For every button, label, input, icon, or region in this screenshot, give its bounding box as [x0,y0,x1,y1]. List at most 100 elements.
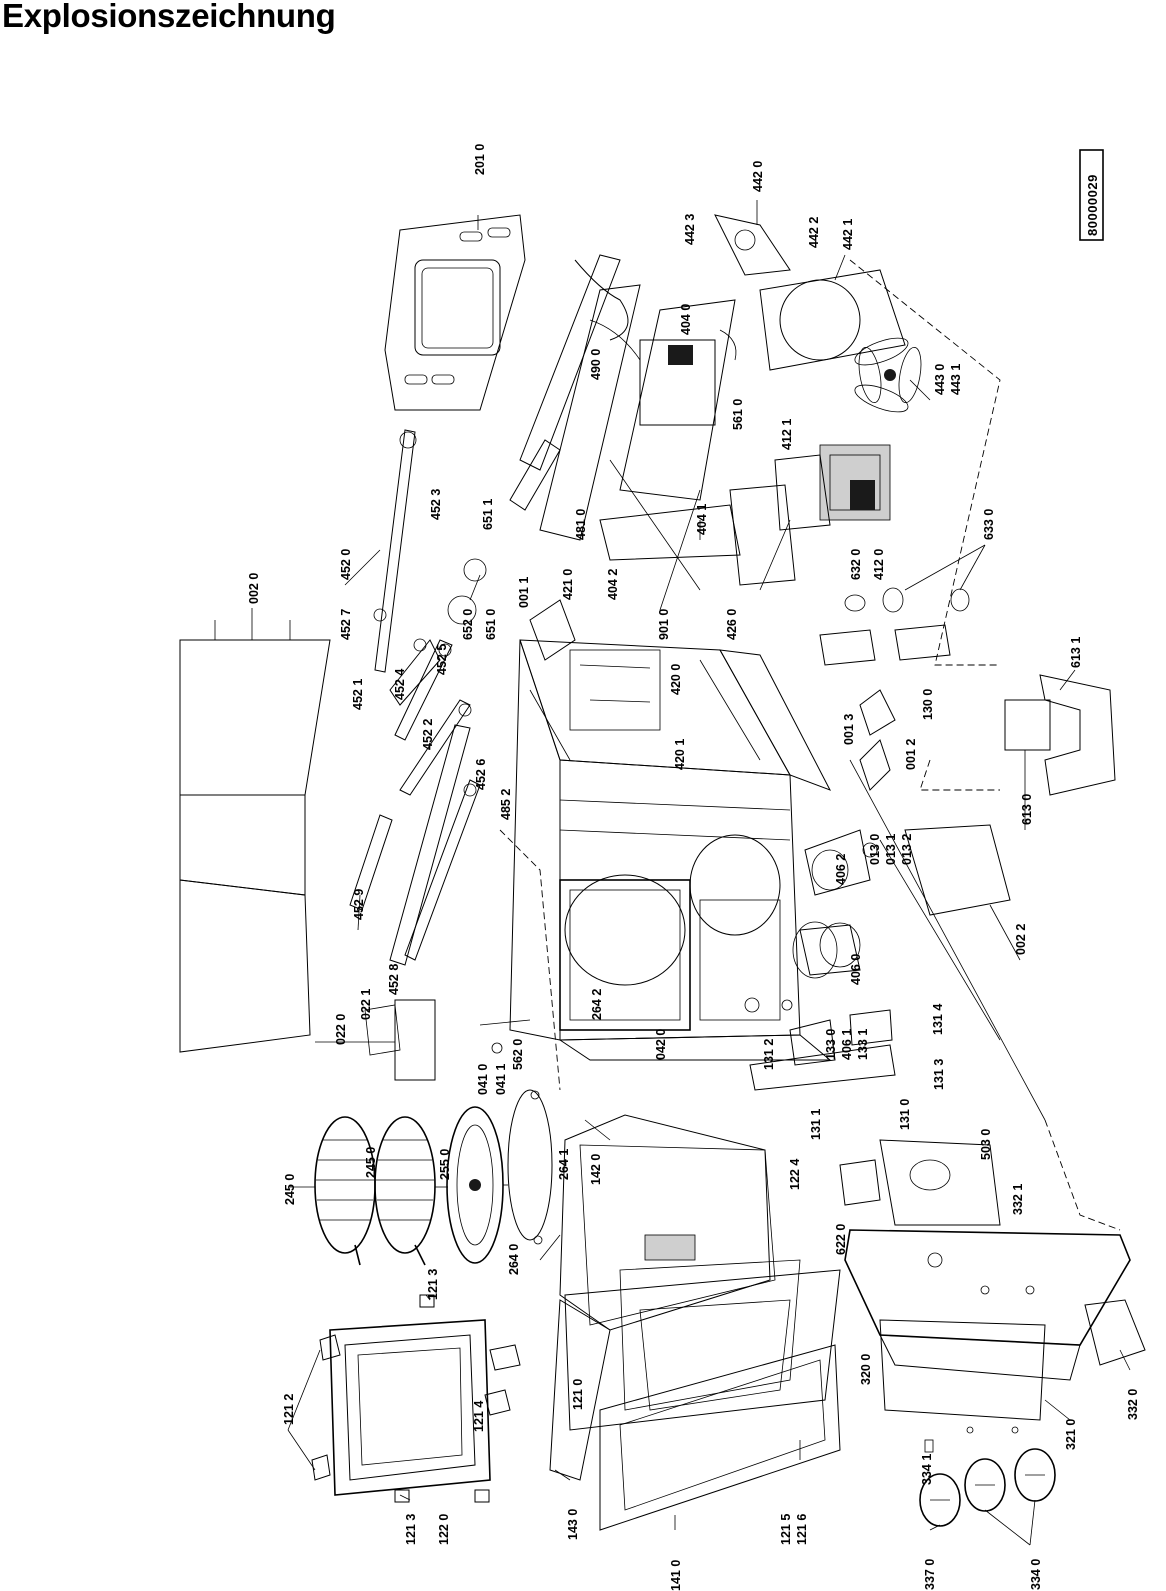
part-label: 452 5 [435,644,449,675]
control-panel [839,1119,1146,1421]
left-lower-parts [364,829,561,1091]
part-label: 452 7 [339,609,353,640]
part-label: 442 1 [841,219,855,250]
part-label: 633 0 [982,509,996,540]
part-label: 562 0 [511,1039,525,1070]
oven-racks [314,1116,436,1266]
part-label: 121 5 [779,1514,793,1545]
housing-panels [179,620,331,1053]
part-label: 130 0 [921,689,935,720]
heater-rails [349,429,487,966]
part-label: 503 0 [979,1129,993,1160]
part-label: 452 3 [429,489,443,520]
part-label: 121 3 [426,1269,440,1300]
part-label: 622 0 [834,1224,848,1255]
part-label: 412 0 [872,549,886,580]
part-label: 561 0 [731,399,745,430]
part-label: 651 1 [481,499,495,530]
part-label: 041 1 [494,1064,508,1095]
part-label: 201 0 [473,144,487,175]
small-parts-right [792,587,1116,979]
part-label: 332 0 [1126,1389,1140,1420]
turntable [446,1089,553,1264]
part-label: 122 4 [788,1159,802,1190]
fan-blades [854,337,922,413]
part-label: 121 3 [404,1514,418,1545]
part-label: 452 2 [421,719,435,750]
part-label: 121 4 [472,1401,486,1432]
part-number-labels: 201 0 002 0 452 0 452 3 452 7 452 1 452 … [247,144,1140,1591]
part-label: 404 1 [695,504,709,535]
drawing-number: 80000029 [1085,174,1100,236]
part-label: 651 0 [484,609,498,640]
part-label: 443 1 [949,364,963,395]
part-label: 122 0 [437,1514,451,1545]
leader-lines [251,200,1131,1546]
part-label: 141 0 [669,1560,683,1591]
part-label: 485 2 [499,789,513,820]
part-label: 442 2 [807,217,821,248]
part-label: 041 0 [476,1064,490,1095]
part-label: 245 0 [364,1147,378,1178]
part-label: 142 0 [589,1154,603,1185]
part-label: 131 4 [931,1004,945,1035]
part-label: 245 0 [283,1174,297,1205]
part-label: 452 8 [387,964,401,995]
part-label: 412 1 [780,419,794,450]
part-label: 442 3 [683,214,697,245]
door-frame [549,1114,841,1531]
part-label: 121 0 [571,1379,585,1410]
drawing-number-box: 80000029 [1079,149,1104,241]
part-label: 452 1 [351,679,365,710]
part-label: 042 0 [654,1029,668,1060]
part-label: 131 3 [932,1059,946,1090]
door-hinge-bracket [744,997,896,1091]
part-label: 131 1 [809,1109,823,1140]
part-label: 022 1 [359,989,373,1020]
part-label: 406 1 [840,1029,854,1060]
part-label: 421 0 [561,569,575,600]
part-label: 143 0 [566,1509,580,1540]
part-label: 332 1 [1011,1184,1025,1215]
oven-cavity [509,639,832,1061]
part-label: 264 1 [557,1149,571,1180]
part-label: 002 2 [1014,924,1028,955]
part-label: 255 0 [438,1149,452,1180]
part-label: 264 2 [590,989,604,1020]
part-label: 121 6 [795,1514,809,1545]
part-label: 121 2 [282,1394,296,1425]
part-label: 337 0 [923,1559,937,1590]
part-label: 404 2 [606,569,620,600]
part-label: 131 2 [762,1039,776,1070]
part-label: 452 9 [352,889,366,920]
part-label: 652 0 [461,609,475,640]
part-label: 334 1 [920,1454,934,1485]
part-label: 613 1 [1069,637,1083,668]
part-label: 321 0 [1064,1419,1078,1450]
part-label: 452 0 [339,549,353,580]
part-label: 632 0 [849,549,863,580]
rear-plate [384,214,526,411]
part-label: 001 2 [904,739,918,770]
part-label: 426 0 [725,609,739,640]
part-label: 442 0 [751,161,765,192]
part-label: 001 3 [842,714,856,745]
part-label: 452 6 [474,759,488,790]
part-label: 133 1 [856,1029,870,1060]
part-label: 013 1 [884,834,898,865]
part-label: 404 0 [679,304,693,335]
part-label: 613 0 [1020,794,1034,825]
part-label: 013 0 [868,834,882,865]
electrical-assembly [509,254,741,661]
part-label: 001 1 [517,577,531,608]
part-label: 013 2 [900,834,914,865]
control-knobs [919,1426,1056,1527]
part-label: 131 0 [898,1099,912,1130]
part-label: 133 0 [824,1029,838,1060]
part-label: 406 2 [834,854,848,885]
part-label: 264 0 [507,1244,521,1275]
part-label: 320 0 [859,1354,873,1385]
part-label: 452 4 [393,669,407,700]
part-label: 406 0 [849,954,863,985]
